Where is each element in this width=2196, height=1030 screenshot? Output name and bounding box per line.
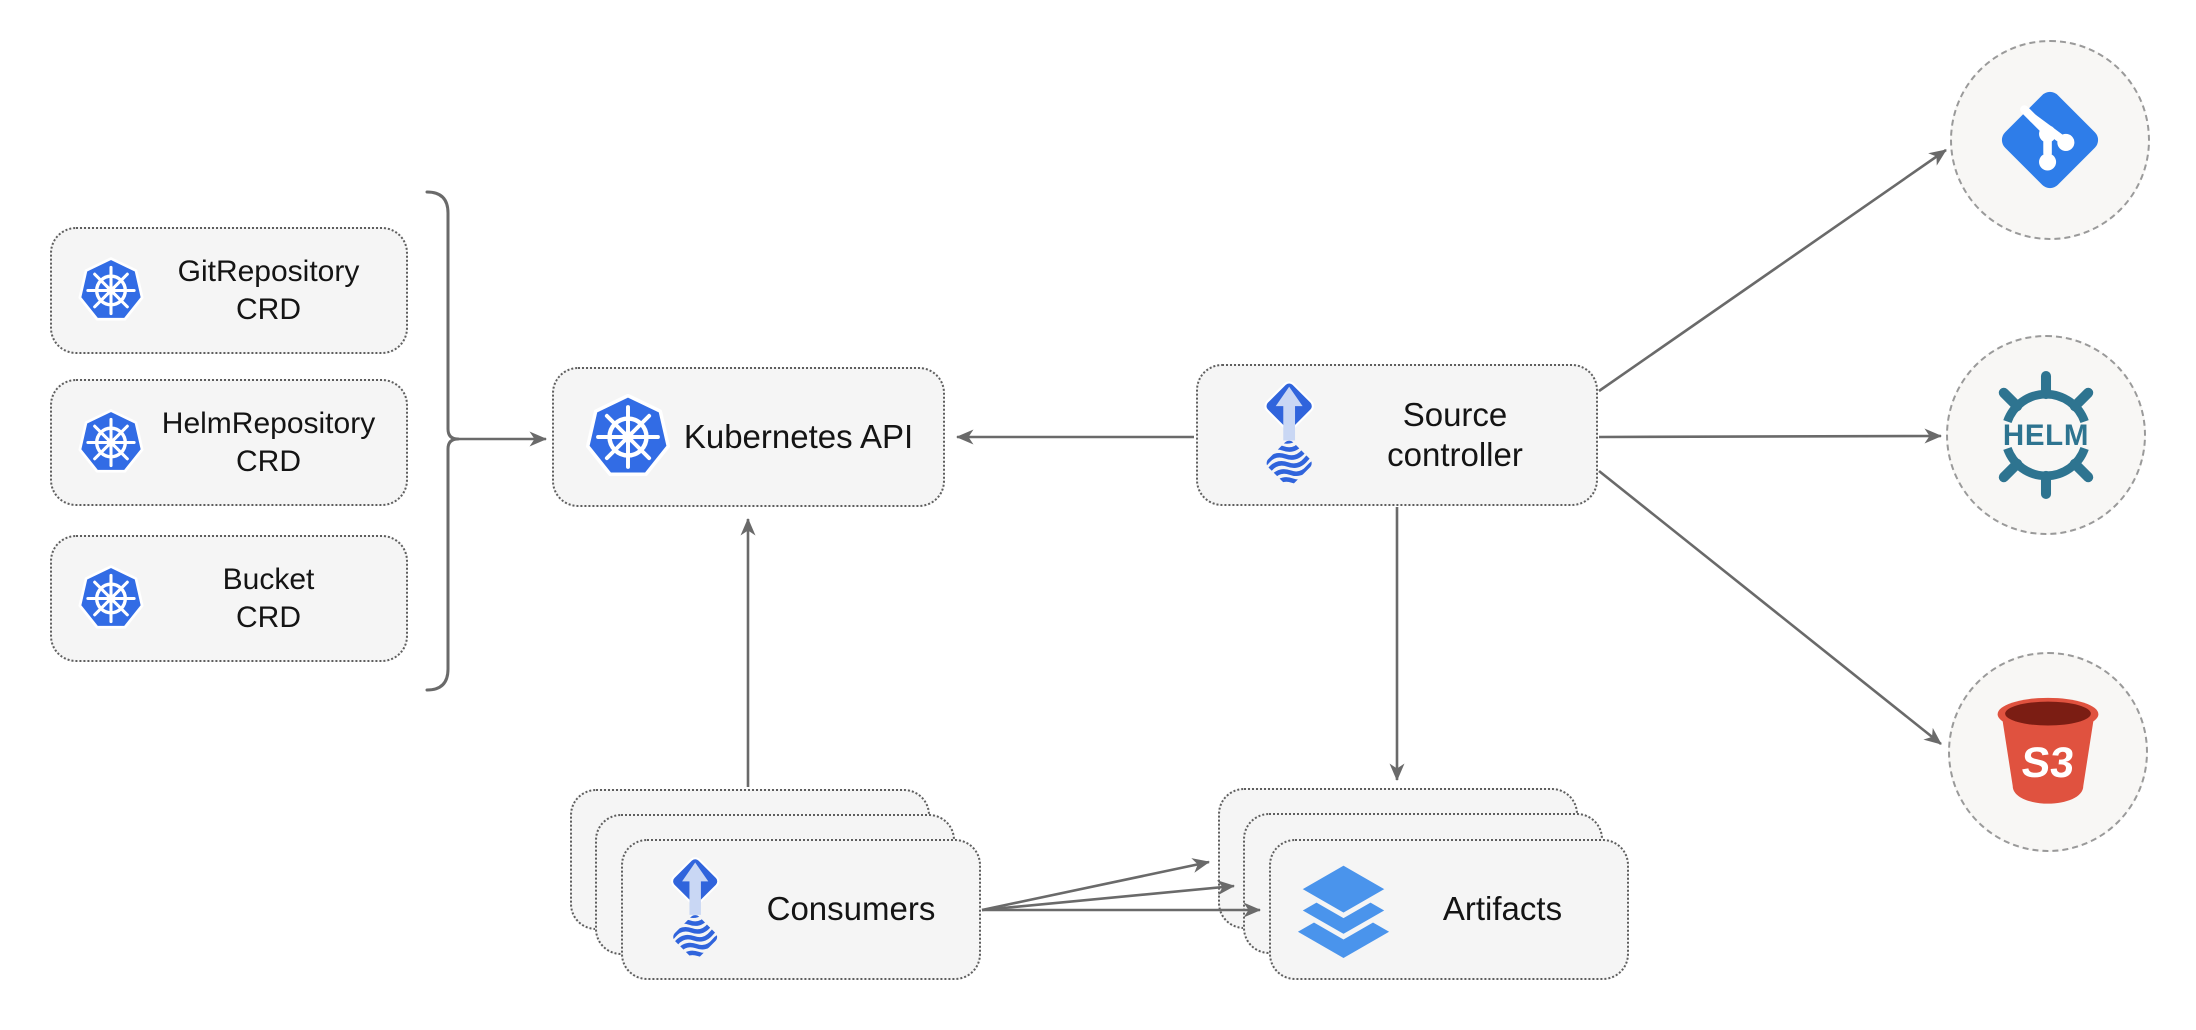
source-label-line1: Source: [1402, 395, 1508, 433]
crd-label-line2: CRD: [236, 292, 301, 326]
edge-source-to-helm: [1598, 428, 1942, 444]
node-git-source: [1950, 40, 2150, 240]
node-artifacts: Artifacts: [1269, 839, 1629, 980]
source-label-line2: controller: [1387, 436, 1523, 473]
kubernetes-icon: [584, 391, 672, 483]
node-consumers: Consumers: [621, 839, 981, 980]
node-label: Source controller: [1332, 395, 1578, 476]
node-label: Kubernetes API: [683, 417, 914, 455]
edge-source-to-s3: [1598, 469, 1942, 746]
node-gitrepository-crd: GitRepository CRD: [50, 227, 408, 354]
crd-label-line1: GitRepository: [177, 254, 360, 288]
layers-icon: [1295, 861, 1392, 958]
crd-group-bracket: [425, 190, 460, 692]
node-s3-source: S3: [1948, 652, 2148, 852]
edge-consumers-to-artifacts-back: [981, 858, 1210, 912]
node-kubernetes-api: Kubernetes API: [552, 367, 945, 507]
flux-icon: [655, 856, 737, 964]
s3-bucket-icon: S3: [1997, 697, 2099, 804]
crd-label-line2: CRD: [236, 600, 301, 634]
node-helm-source: HELM: [1946, 335, 2146, 535]
flux-icon: [1248, 380, 1332, 491]
node-label: Bucket CRD: [145, 561, 392, 637]
s3-label: S3: [2020, 739, 2077, 787]
node-helmrepository-crd: HelmRepository CRD: [50, 379, 408, 506]
helm-label: HELM: [2003, 419, 2089, 452]
node-source-controller: Source controller: [1196, 364, 1598, 506]
kubernetes-icon: [77, 563, 145, 634]
crd-label-line1: Bucket: [222, 562, 315, 596]
crd-label-line2: CRD: [236, 444, 301, 478]
edge-source-to-git: [1598, 148, 1947, 393]
node-bucket-crd: Bucket CRD: [50, 535, 408, 662]
edge-consumers-to-artifacts-middle: [981, 880, 1235, 912]
helm-icon: HELM: [1998, 371, 2094, 499]
kubernetes-icon: [77, 255, 145, 326]
node-label: Artifacts: [1442, 890, 1563, 928]
kubernetes-icon: [77, 407, 145, 478]
node-label: Consumers: [766, 890, 936, 928]
node-label: HelmRepository CRD: [145, 405, 392, 481]
crd-label-line1: HelmRepository: [161, 406, 376, 440]
git-icon: [2001, 91, 2099, 189]
node-label: GitRepository CRD: [145, 253, 392, 329]
